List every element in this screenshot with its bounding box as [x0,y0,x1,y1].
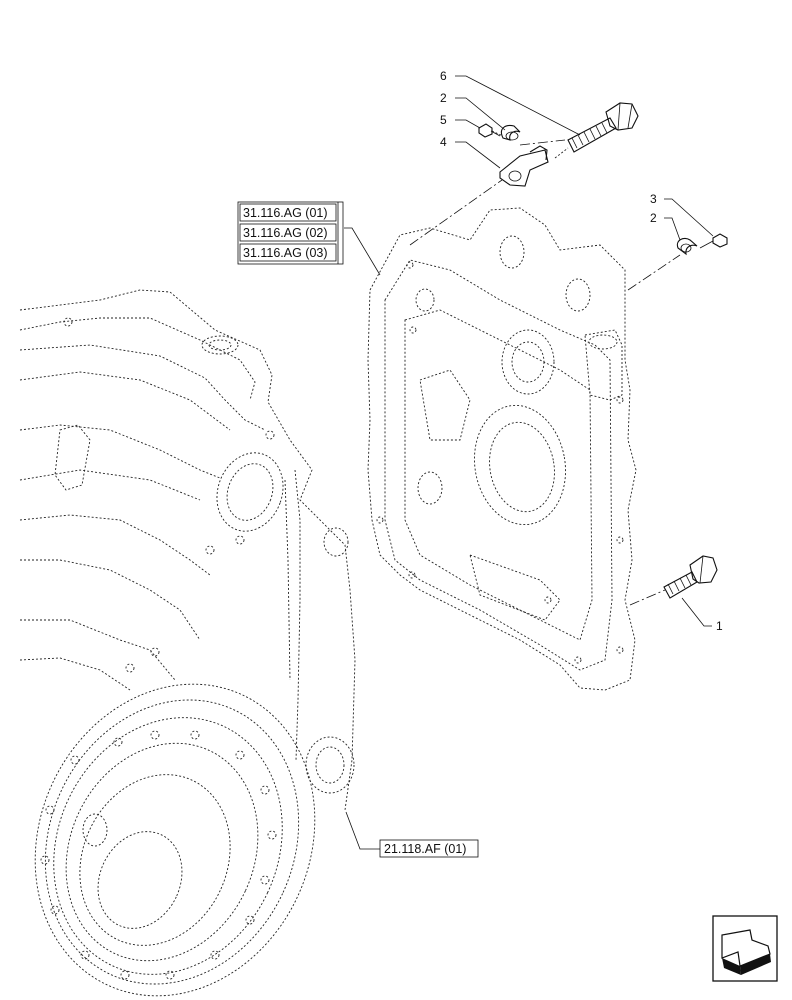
part-1-bolt [663,555,718,599]
reference-link-4[interactable]: 21.118.AF (01) [384,842,466,856]
callout-2-right: 2 [650,211,657,225]
reference-group-bottom: 21.118.AF (01) [379,839,479,858]
part-2-clip-right [676,237,698,256]
callout-5: 5 [440,113,447,127]
reference-link-2[interactable]: 31.116.AG (02) [243,226,328,240]
reference-link-3[interactable]: 31.116.AG (03) [243,246,328,260]
transmission-housing [19,289,356,811]
rear-cover-plate [367,207,637,691]
callout-6: 6 [440,69,447,83]
callout-3: 3 [650,192,657,206]
reference-group-top: 31.116.AG (01) 31.116.AG (02) 31.116.AG … [237,201,344,265]
previous-page-arrow-icon[interactable] [712,915,778,982]
callout-4: 4 [440,135,447,149]
leader-lines [344,75,714,850]
reference-link-1[interactable]: 31.116.AG (01) [243,206,328,220]
part-4-bracket [499,145,549,187]
part-2-clip-upper [500,124,521,141]
part-3-screw [699,233,728,249]
callout-1: 1 [716,619,723,633]
alignment-lines [409,139,681,606]
part-5-screw [478,123,504,138]
callout-2-upper: 2 [440,91,447,105]
part-6-bolt [554,102,639,159]
callouts: 6 2 5 4 3 2 1 [440,69,723,633]
flywheel-assembly [34,683,316,997]
